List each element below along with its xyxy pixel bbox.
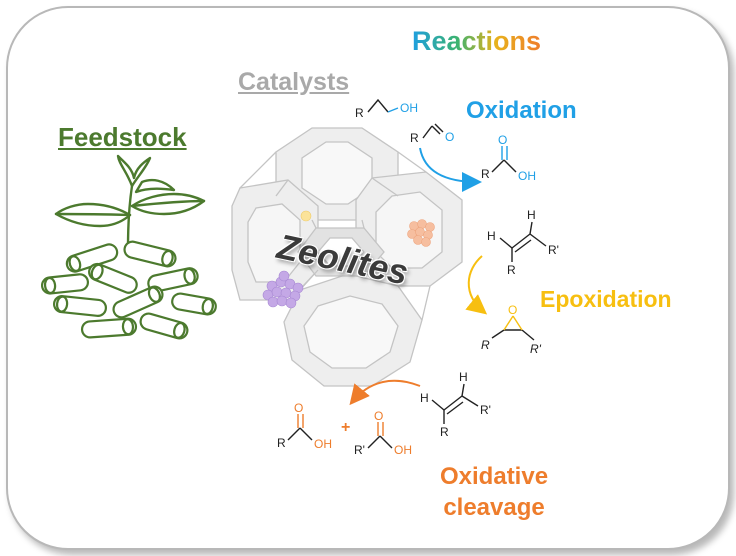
acid-structure-2 <box>287 414 313 441</box>
epoxide-r: R <box>481 338 490 352</box>
epoxide-structure <box>491 315 535 341</box>
alkene1-rp: R' <box>548 243 559 257</box>
oxidation-arrow <box>419 147 482 192</box>
acid-structure-1 <box>491 146 517 173</box>
aldehyde-r: R <box>410 131 419 145</box>
alkene2-r: R <box>440 425 449 439</box>
feedstock-title: Feedstock <box>58 122 187 152</box>
oxidative-cleavage-line1: Oxidative <box>440 463 549 490</box>
cleavage-arrow <box>349 379 421 406</box>
catalyst-atom-yellow <box>300 210 312 222</box>
aldehyde-o: O <box>445 130 455 144</box>
alkene-structure-2 <box>431 383 479 424</box>
alkene2-h-top: H <box>459 370 468 384</box>
catalyst-cluster-orange <box>407 219 435 247</box>
epoxidation-arrow <box>465 255 488 315</box>
acid1-o: O <box>498 133 508 147</box>
oxidative-cleavage-label: Oxidative cleavage <box>440 461 548 523</box>
oxidation-label: Oxidation <box>466 97 577 124</box>
alkene1-h-left: H <box>487 229 496 243</box>
acid3-oh: OH <box>394 443 412 457</box>
catalyst-cluster-purple <box>262 270 304 309</box>
epoxide-o: O <box>508 303 518 317</box>
pellets-icon <box>40 240 217 340</box>
epoxide-rp: R' <box>530 342 541 356</box>
aldehyde-structure <box>422 123 444 139</box>
acid1-r: R <box>481 167 490 181</box>
zeolite-framework <box>231 127 463 387</box>
oxidative-cleavage-line2: cleavage <box>443 494 545 521</box>
acid2-o: O <box>294 401 304 415</box>
reactions-title: Reactions <box>412 26 542 56</box>
alkene2-h-left: H <box>420 391 429 405</box>
alcohol-structure <box>367 98 399 113</box>
alkene1-h-top: H <box>527 208 536 222</box>
alkene-structure-1 <box>499 221 547 262</box>
plus-sign: + <box>341 419 351 436</box>
plant-icon <box>54 154 206 250</box>
acid3-rp: R' <box>354 443 365 457</box>
acid2-r: R <box>277 436 286 450</box>
epoxidation-label: Epoxidation <box>540 286 672 312</box>
alkene2-rp: R' <box>480 403 491 417</box>
alcohol-oh: OH <box>400 101 418 115</box>
catalysts-title: Catalysts <box>238 68 350 96</box>
acid3-o: O <box>374 409 384 423</box>
acid2-oh: OH <box>314 437 332 451</box>
alkene1-r: R <box>507 263 516 277</box>
acid1-oh: OH <box>518 169 536 183</box>
alcohol-r: R <box>355 106 364 120</box>
acid-structure-3 <box>367 422 393 449</box>
